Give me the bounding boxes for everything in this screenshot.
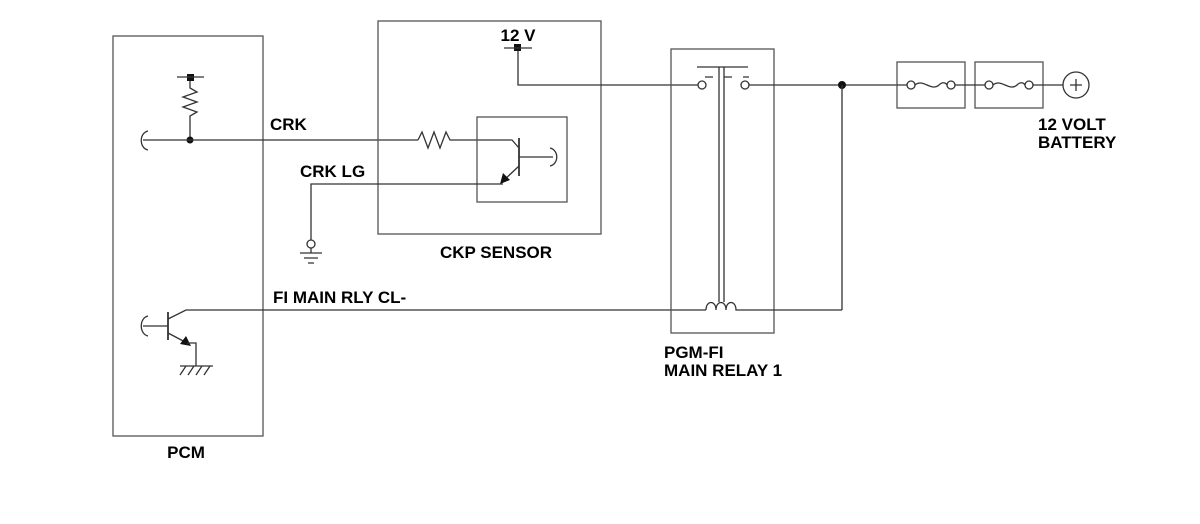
- ckp-sensor-box: [377, 20, 602, 235]
- pcm-driver-transistor: [140, 309, 263, 366]
- ckp-sensor-transistor: [500, 138, 558, 184]
- pcm-pullup-resistor: [177, 74, 204, 144]
- fi-main-rly-label: FI MAIN RLY CL-: [273, 288, 406, 307]
- ckp-series-resistor: [417, 130, 503, 150]
- battery-label-line1: 12 VOLT: [1038, 115, 1106, 134]
- ckp-sensor: CKP SENSOR 12 V: [377, 20, 698, 262]
- crk-lg-wire: [310, 183, 503, 240]
- fuse-1: [896, 61, 966, 109]
- pcm-input-connector: [140, 130, 149, 151]
- main-relay-coil: [705, 301, 842, 311]
- pgm-fi-main-relay: PGM-FI MAIN RELAY 1: [664, 48, 842, 380]
- main-relay-label-line2: MAIN RELAY 1: [664, 361, 782, 380]
- pcm-box: [112, 35, 264, 437]
- pcm-chassis-ground-icon: [179, 365, 213, 376]
- ckp-sensor-label: CKP SENSOR: [440, 243, 552, 262]
- main-relay-contacts: [697, 66, 750, 90]
- supply-12v-label: 12 V: [501, 26, 537, 45]
- crk-label: CRK: [270, 115, 308, 134]
- crk-lg-label: CRK LG: [300, 162, 365, 181]
- main-relay-linkage: [718, 67, 725, 302]
- main-relay-box: [670, 48, 775, 334]
- ckp-sensor-element-box: [476, 116, 568, 203]
- battery-label-line2: BATTERY: [1038, 133, 1117, 152]
- supply-12v-wire: [517, 51, 698, 86]
- main-relay-label-line1: PGM-FI: [664, 343, 724, 362]
- battery-positive-icon: [1062, 71, 1090, 99]
- fuse-2: [965, 61, 1063, 109]
- pcm-module: PCM: [112, 35, 264, 462]
- signal-ground-icon: [300, 239, 322, 264]
- ckp-12v-supply: 12 V: [501, 26, 698, 86]
- pcm-label: PCM: [167, 443, 205, 462]
